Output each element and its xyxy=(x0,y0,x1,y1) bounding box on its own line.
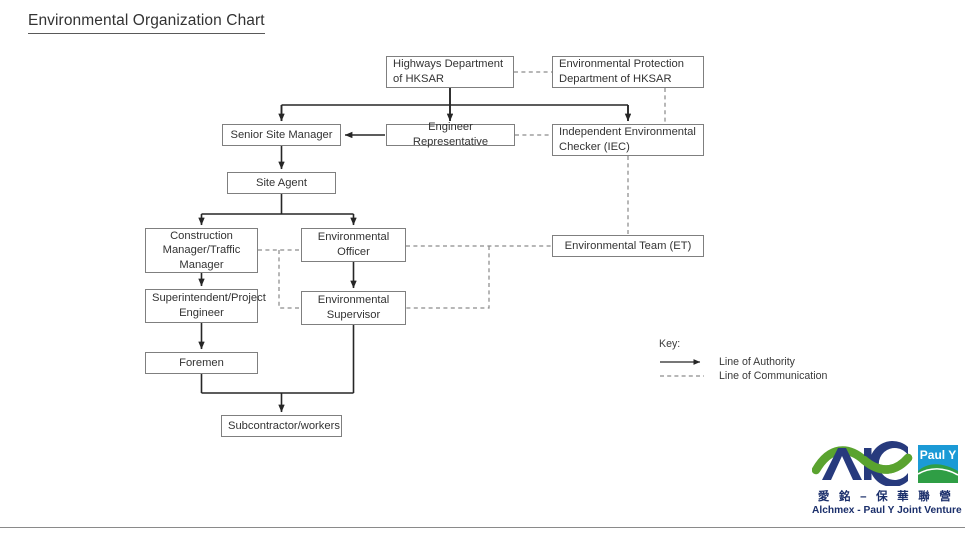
node-environmental-officer[interactable]: Environmental Officer xyxy=(301,228,406,262)
node-environmental-supervisor[interactable]: Environmental Supervisor xyxy=(301,291,406,325)
dashed-line-icon xyxy=(660,375,704,377)
edge-eo-to-supervisor-dashed xyxy=(406,246,490,309)
logo-chinese-name: 愛 銘 – 保 華 聯 營 xyxy=(817,491,955,503)
node-subcontractor-workers[interactable]: Subcontractor/workers xyxy=(221,415,342,437)
edge-construction-manager-to-supervisor-dashed xyxy=(278,250,301,309)
node-superintendent-project-engineer[interactable]: Superintendent/Project Engineer xyxy=(145,289,266,323)
logo-english-name: Alchmex - Paul Y Joint Venture xyxy=(812,505,962,516)
legend-item-authority: Line of Authority xyxy=(659,355,827,369)
legend-label-authority: Line of Authority xyxy=(719,356,795,368)
node-site-agent[interactable]: Site Agent xyxy=(227,172,336,194)
node-environmental-team[interactable]: Environmental Team (ET) xyxy=(552,235,704,257)
legend-item-communication: Line of Communication xyxy=(659,369,827,383)
node-construction-manager-traffic-manager[interactable]: Construction Manager/Traffic Manager xyxy=(145,228,258,273)
legend-label-communication: Line of Communication xyxy=(719,370,828,382)
node-highways-department[interactable]: Highways Department of HKSAR xyxy=(386,56,514,88)
node-environmental-protection-department[interactable]: Environmental Protection Department of H… xyxy=(552,56,704,88)
node-senior-site-manager[interactable]: Senior Site Manager xyxy=(222,124,341,146)
node-engineer-representative[interactable]: Engineer Representative xyxy=(386,121,515,148)
legend-title: Key: xyxy=(659,338,681,350)
node-independent-environmental-checker[interactable]: Independent Environmental Checker (IEC) xyxy=(552,124,704,156)
company-logo: Paul Y 愛 銘 – 保 華 聯 營 Alchmex - Paul Y Jo… xyxy=(811,440,962,522)
node-foremen[interactable]: Foremen xyxy=(145,352,258,374)
footer-divider xyxy=(0,527,965,528)
solid-arrow-icon xyxy=(660,359,701,365)
paul-y-wordmark: Paul Y xyxy=(920,448,956,462)
logo-marks: Paul Y xyxy=(811,440,960,487)
page-title: Environmental Organization Chart xyxy=(28,12,265,34)
legend: Key: Line of Authority Line of Communica… xyxy=(659,338,827,383)
alchmex-monogram-icon: Paul Y xyxy=(811,441,959,487)
